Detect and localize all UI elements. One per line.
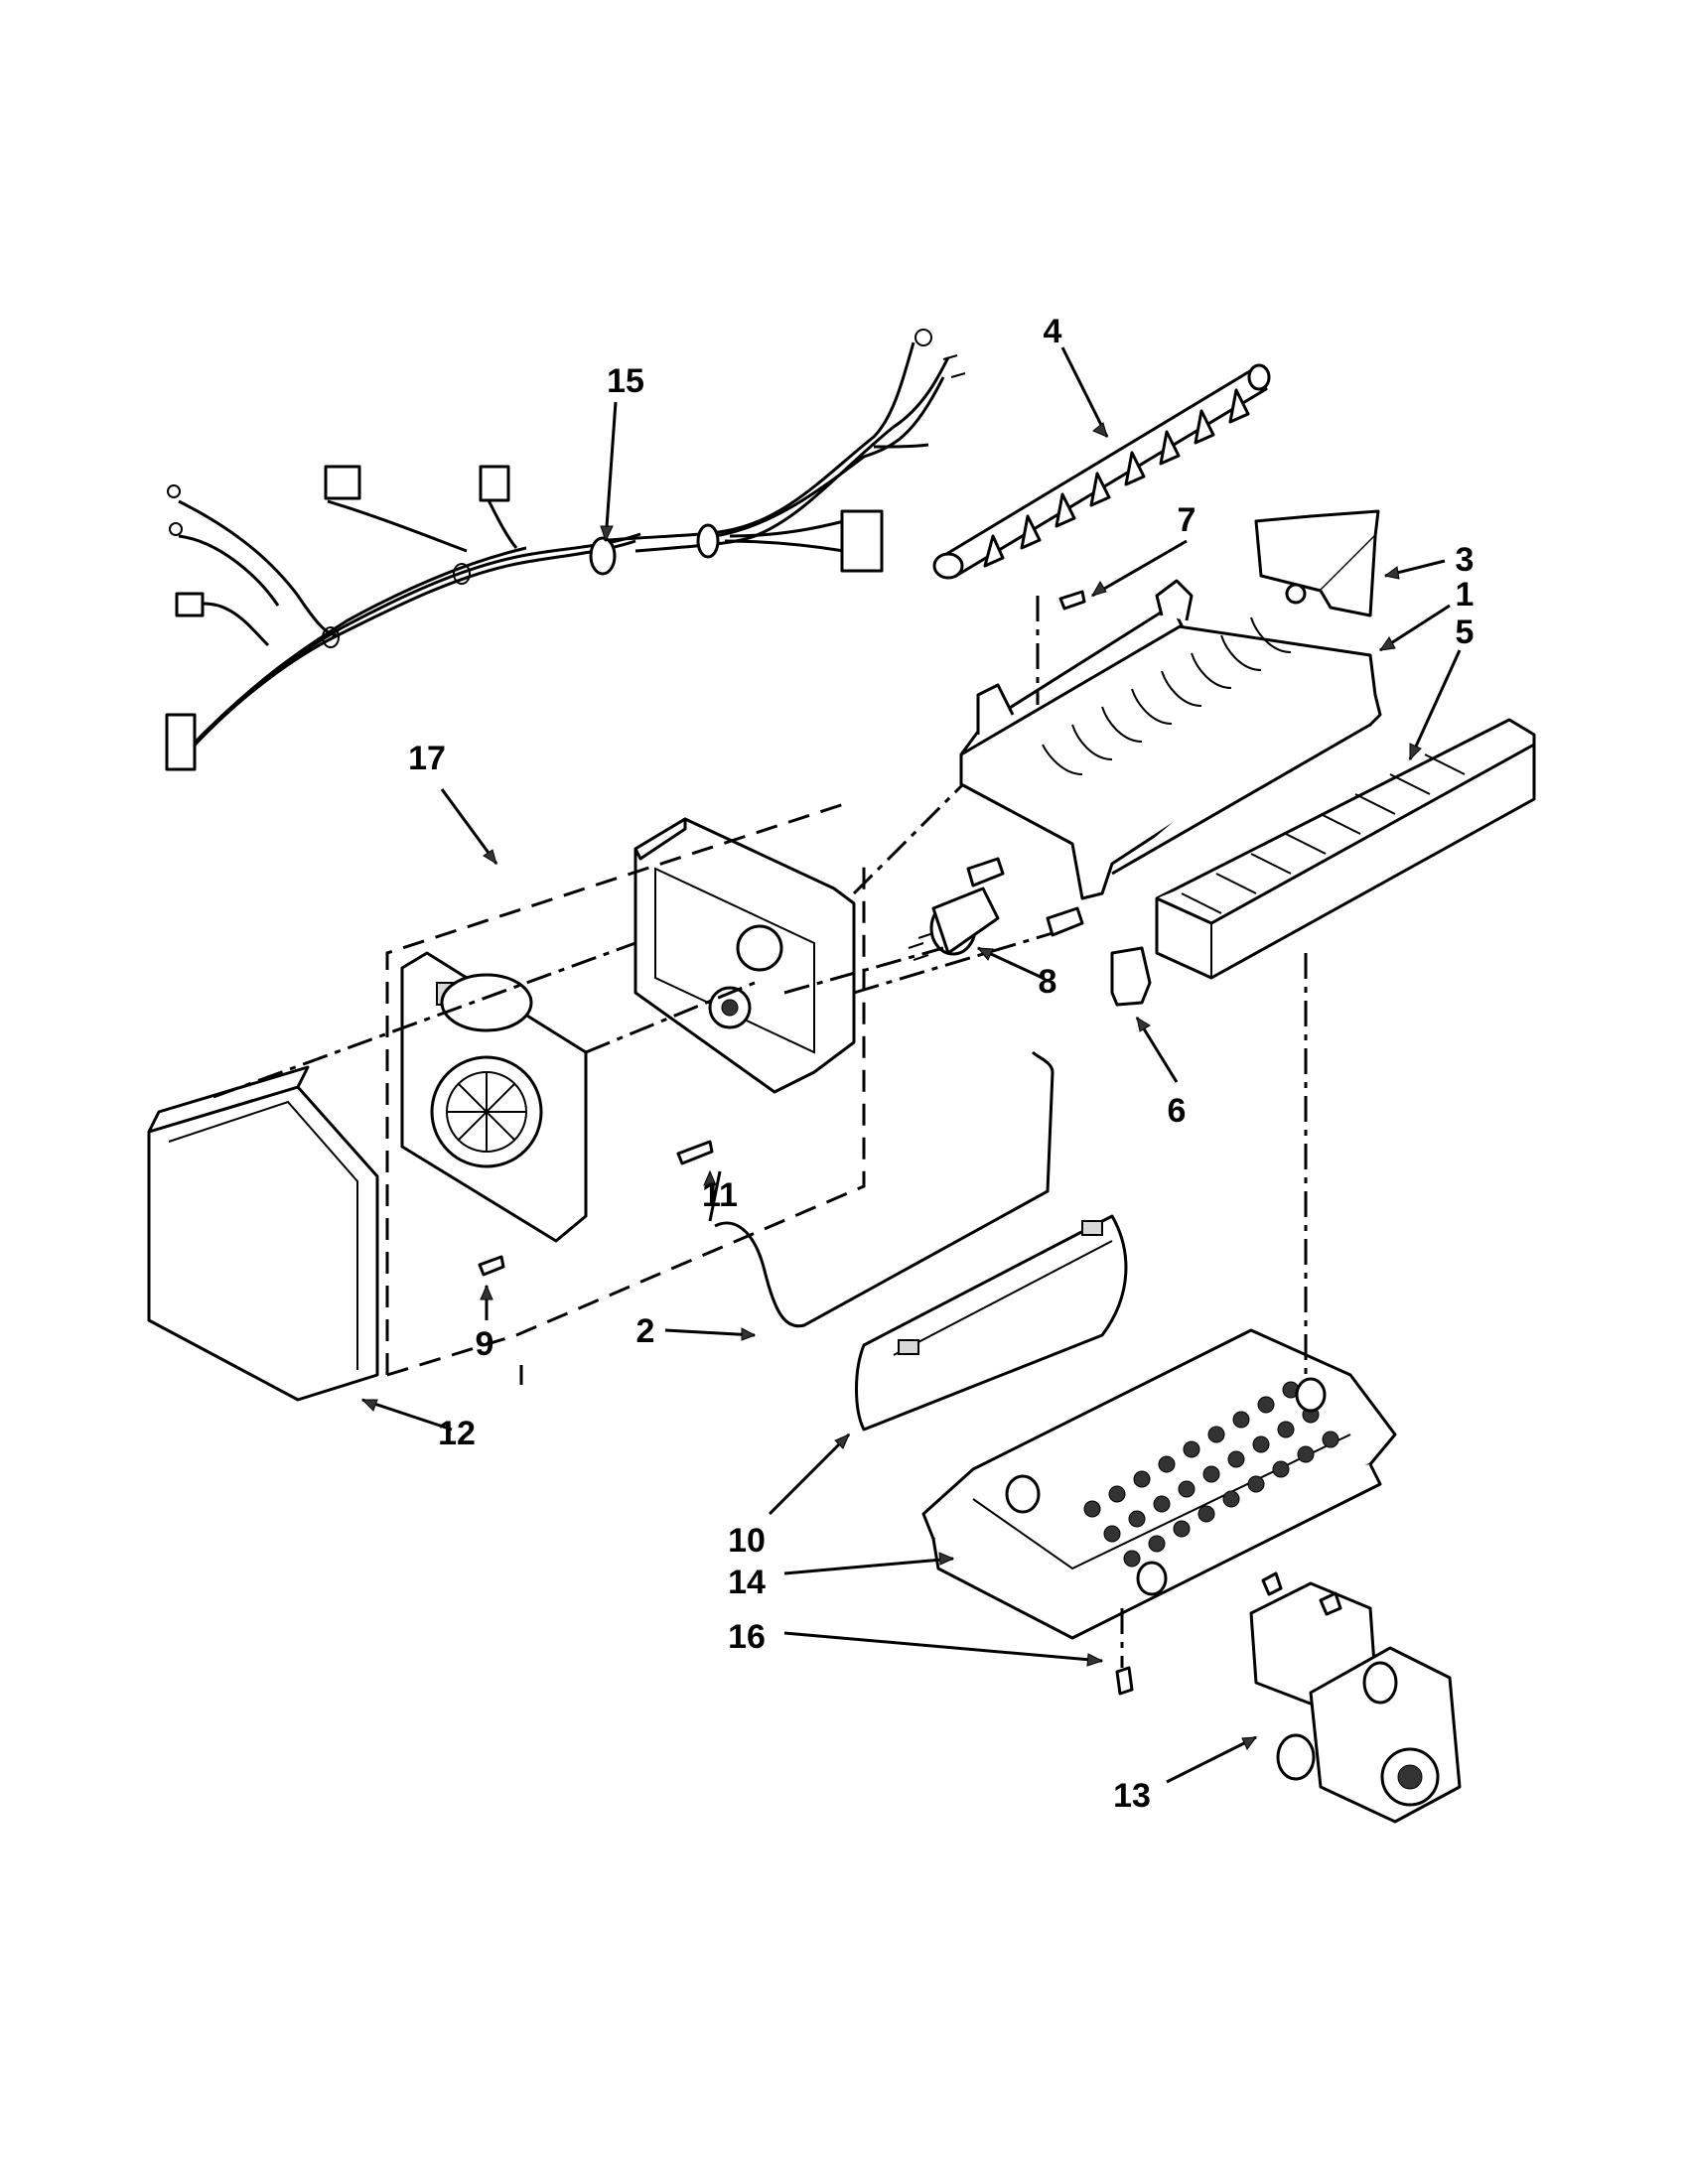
screw-16 [1115, 1666, 1134, 1696]
ice-mold [959, 579, 1382, 900]
callout-13: 13 [1113, 1777, 1151, 1815]
callout-4: 4 [1044, 313, 1062, 350]
screw-11 [676, 1140, 714, 1165]
callout-6: 6 [1168, 1092, 1187, 1130]
screw-7 [1058, 590, 1086, 611]
stripper [1155, 718, 1536, 980]
callout-17: 17 [408, 740, 446, 777]
screw-9 [478, 1255, 505, 1277]
heater [855, 1214, 1128, 1432]
callout-7: 7 [1178, 501, 1196, 539]
callout-5: 5 [1456, 614, 1475, 651]
callout-2: 2 [636, 1312, 655, 1350]
callout-12: 12 [438, 1415, 476, 1452]
bracket-cover [1254, 509, 1380, 617]
wiring-harness [165, 329, 966, 771]
ejector-shaft [932, 363, 1271, 580]
ice-bucket [921, 1328, 1397, 1640]
assembly-guides [212, 596, 1308, 1668]
clip [1110, 946, 1152, 1007]
front-cover [147, 1065, 379, 1402]
callouts: 4 7 3 1 5 15 17 8 6 11 9 2 12 10 14 16 1… [408, 313, 1474, 1815]
thermostat [908, 857, 1084, 961]
callout-3: 3 [1456, 541, 1475, 579]
callout-15: 15 [607, 362, 644, 400]
shutoff-arm [714, 1050, 1055, 1328]
callout-11: 11 [702, 1176, 738, 1214]
callout-16: 16 [728, 1618, 766, 1656]
leader-lines [360, 346, 1462, 1784]
water-valve [1249, 1571, 1462, 1824]
callout-8: 8 [1039, 963, 1057, 1001]
callout-9: 9 [476, 1325, 494, 1363]
motor-module [400, 951, 588, 1243]
callout-14: 14 [728, 1564, 766, 1601]
callout-10: 10 [728, 1522, 766, 1560]
callout-1: 1 [1456, 576, 1475, 614]
